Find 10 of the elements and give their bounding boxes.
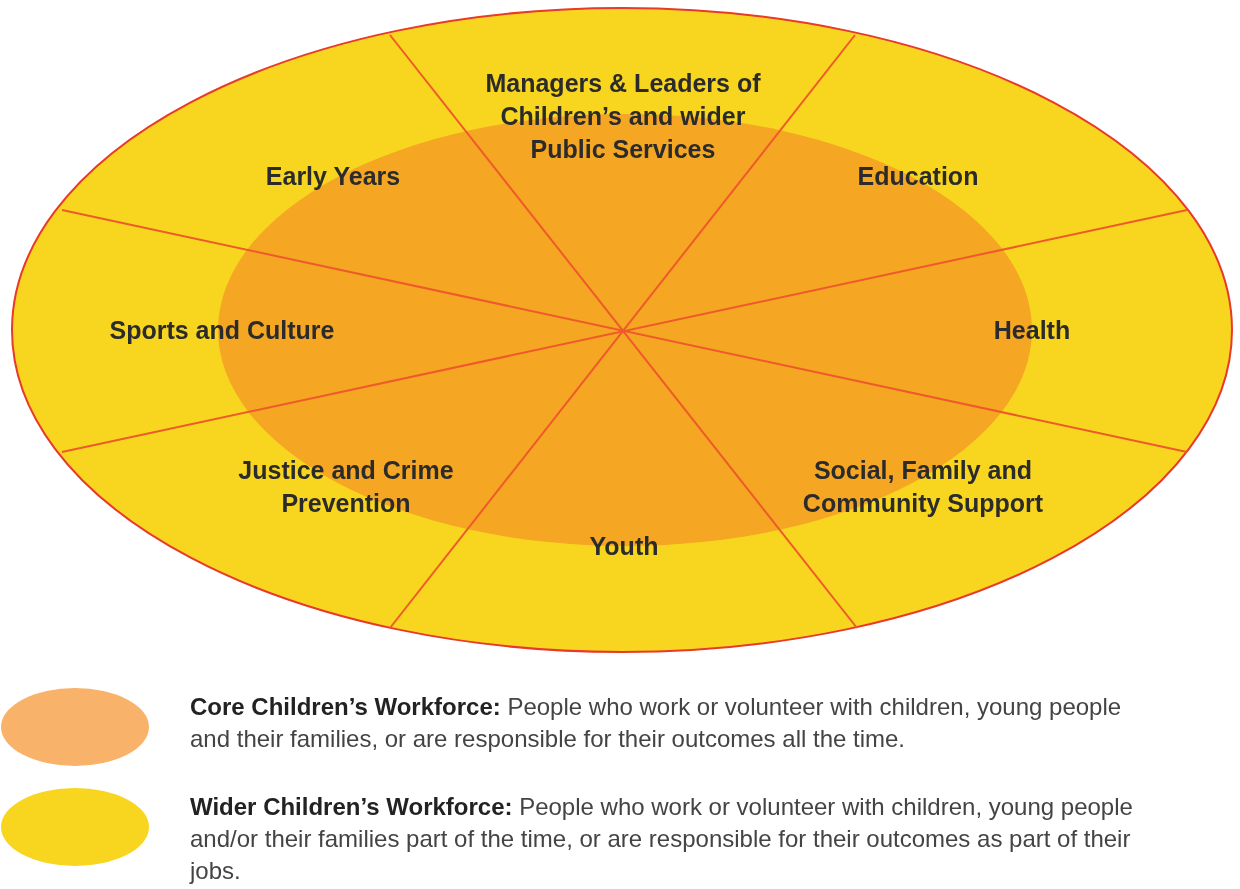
sector-label: Justice and Crime Prevention xyxy=(216,454,476,520)
sector-label: Early Years xyxy=(203,159,463,193)
sector-label: Health xyxy=(952,313,1112,347)
legend-text: Core Children’s Workforce: People who work or volunteer with children, young people and their families, or are responsible for their outcomes all the time. xyxy=(190,692,1123,754)
legend-text: Wider Children’s Workforce: People who work or volunteer with children, young people and/or their families part of the time, or are responsible for their outcomes as part of their jobs. xyxy=(190,792,1134,886)
sector-label: Education xyxy=(818,159,1018,193)
sector-label: Sports and Culture xyxy=(82,313,362,347)
sector-label: Social, Family and Community Support xyxy=(778,454,1068,520)
sector-label: Youth xyxy=(544,529,704,563)
sector-label: Managers & Leaders of Children’s and wider Public Services xyxy=(483,66,763,166)
